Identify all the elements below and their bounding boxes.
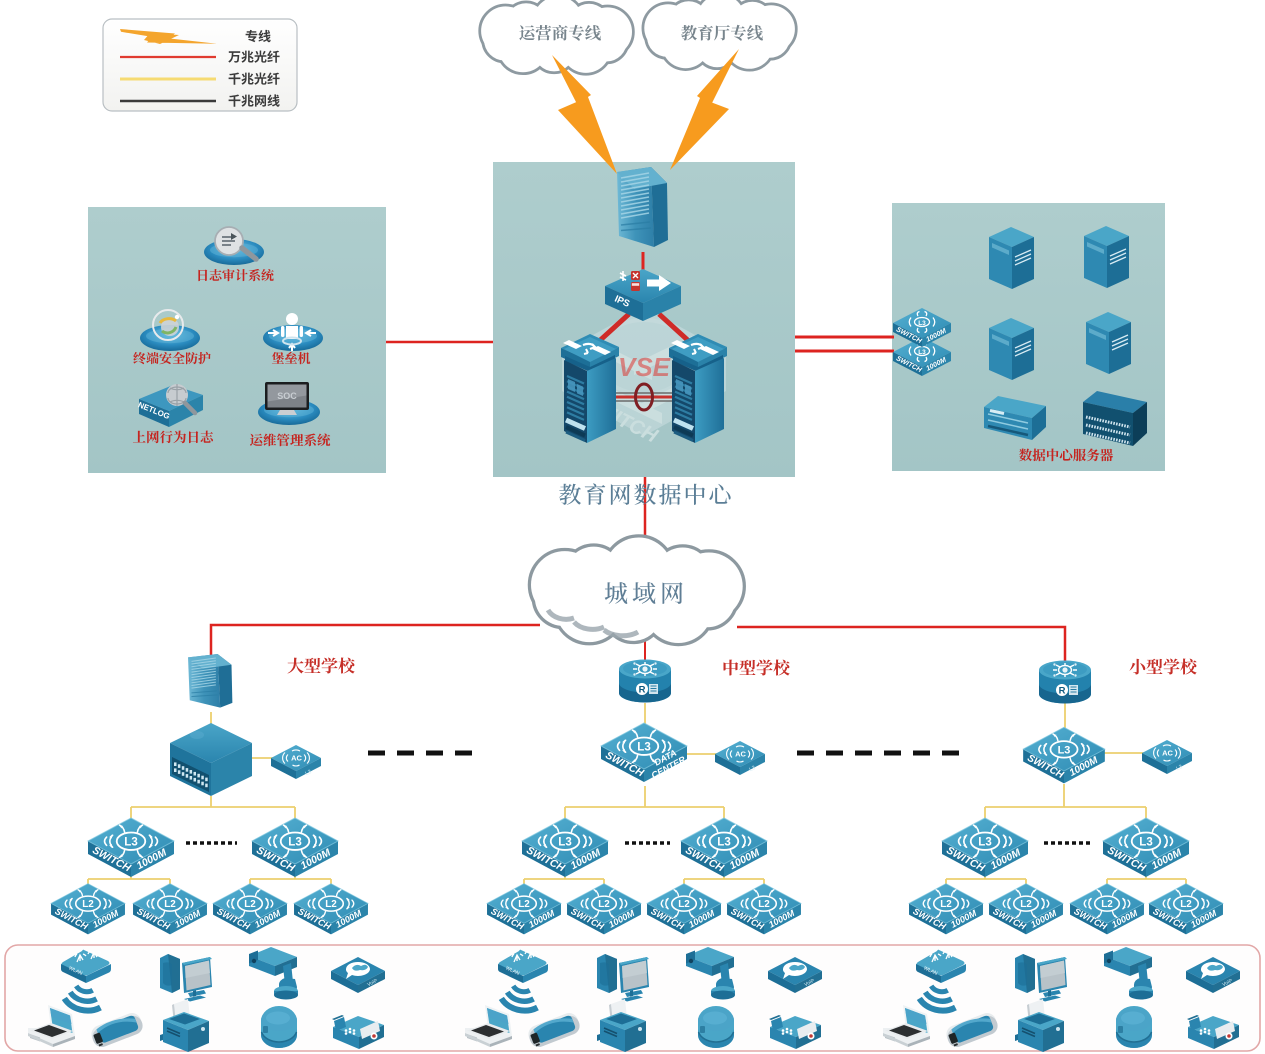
svg-text:L2: L2 (325, 899, 337, 910)
svg-text:L3: L3 (637, 741, 650, 753)
svg-text:VoIP: VoIP (366, 978, 379, 988)
svg-text:R: R (1059, 686, 1066, 697)
svg-text:L3: L3 (918, 349, 926, 356)
svg-text:L3: L3 (288, 836, 301, 848)
svg-text:L3: L3 (1175, 764, 1183, 772)
svg-text:L2: L2 (244, 899, 256, 910)
svg-text:L3: L3 (918, 320, 926, 327)
svg-text:L2: L2 (82, 899, 94, 910)
svg-text:L2: L2 (678, 899, 690, 910)
svg-text:WLAN: WLAN (923, 965, 939, 977)
svg-text:L3: L3 (1139, 836, 1152, 848)
svg-text:VSE: VSE (618, 352, 671, 382)
svg-text:L2: L2 (758, 899, 770, 910)
svg-text:L2: L2 (164, 899, 176, 910)
svg-text:L2: L2 (940, 899, 952, 910)
svg-text:VoIP: VoIP (803, 978, 816, 988)
svg-text:L3: L3 (1058, 744, 1071, 756)
svg-text:AC: AC (291, 754, 302, 763)
svg-text:L3: L3 (748, 765, 756, 773)
svg-text:R: R (639, 685, 646, 696)
svg-text:VoIP: VoIP (1221, 978, 1234, 988)
svg-text:L2: L2 (1101, 899, 1113, 910)
svg-text:L2: L2 (518, 899, 530, 910)
svg-text:WLAN: WLAN (68, 965, 84, 977)
svg-text:L2: L2 (598, 899, 610, 910)
svg-text:SOC: SOC (277, 391, 297, 401)
svg-text:WLAN: WLAN (505, 965, 521, 977)
svg-text:L2: L2 (1180, 899, 1192, 910)
svg-text:AC: AC (1162, 749, 1173, 758)
svg-text:L3: L3 (978, 836, 991, 848)
svg-text:L3: L3 (717, 836, 730, 848)
svg-text:L3: L3 (124, 836, 137, 848)
svg-text:L3: L3 (304, 769, 312, 777)
svg-text:AC: AC (735, 750, 746, 759)
svg-text:L2: L2 (1020, 899, 1032, 910)
svg-text:L3: L3 (558, 836, 571, 848)
